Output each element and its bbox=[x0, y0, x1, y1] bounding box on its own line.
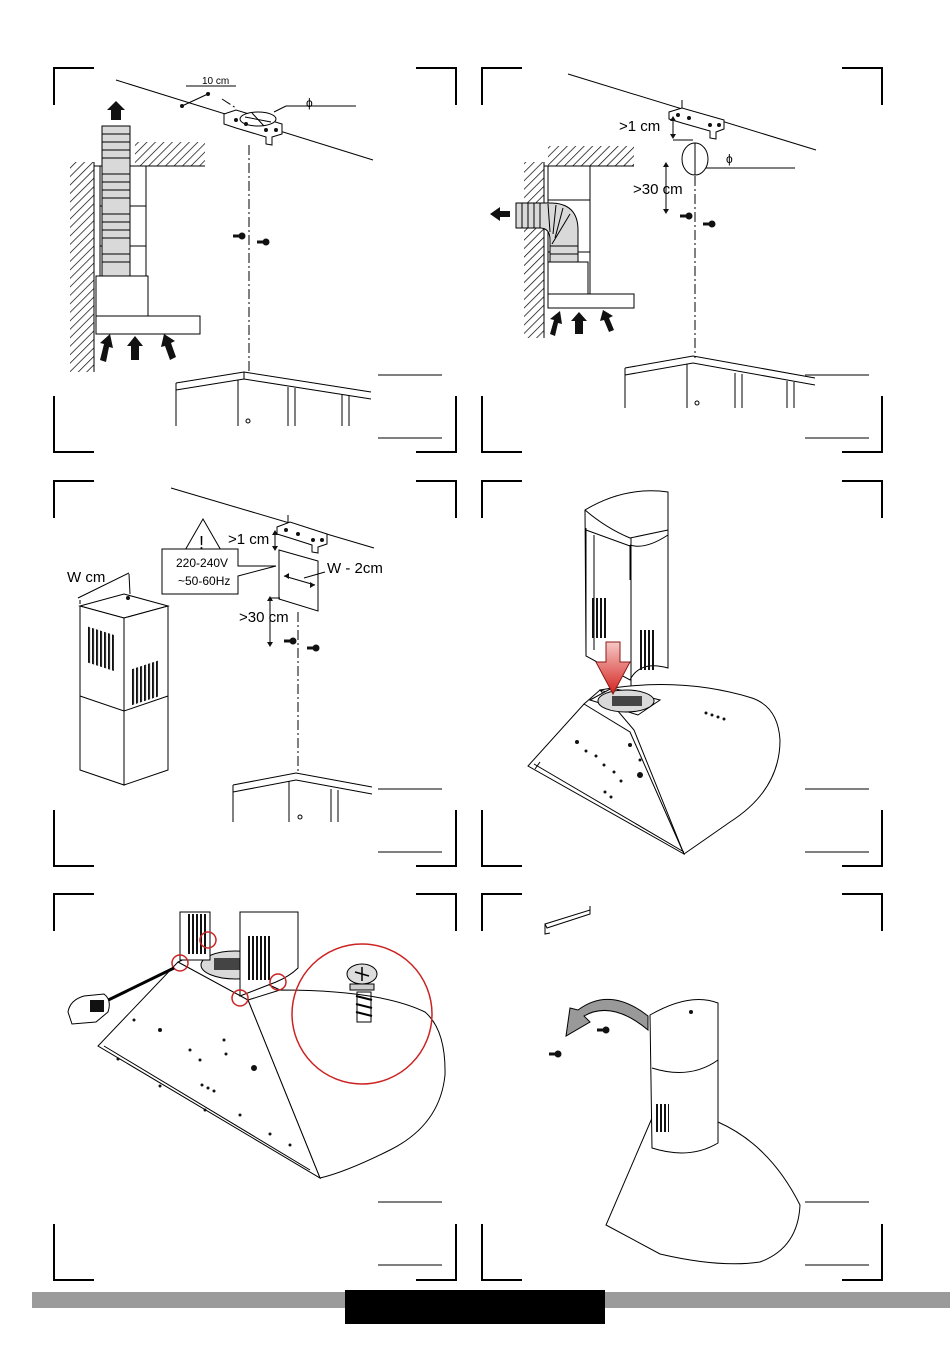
width-minus-2cm-label: W - 2cm bbox=[327, 560, 383, 577]
voltage-label: 220-240V bbox=[176, 556, 228, 570]
panel-2-recirculation-clearance: >1 cm ϕ >30 cm bbox=[490, 74, 816, 408]
dimension-10cm-label: 10 cm bbox=[202, 76, 229, 87]
screw-icon bbox=[703, 221, 716, 228]
phi-label: ϕ bbox=[726, 152, 733, 166]
chimney-width-label: W cm bbox=[67, 569, 105, 586]
panel-1-ducted-installation: ϕ 10 cm bbox=[70, 76, 373, 426]
screw-icon bbox=[284, 638, 297, 645]
screw-icon bbox=[597, 1027, 610, 1034]
frequency-label: ~50-60Hz bbox=[178, 574, 230, 588]
panel-6-final-assembly bbox=[545, 906, 800, 1264]
phi-label: ϕ bbox=[306, 96, 313, 110]
left-arrow-icon bbox=[490, 207, 510, 221]
clearance-30cm-label: >30 cm bbox=[239, 609, 289, 626]
screw-icon bbox=[307, 645, 320, 652]
corner-frames bbox=[54, 68, 882, 1280]
up-arrow-icon bbox=[107, 101, 125, 120]
footer-black-block bbox=[345, 1290, 605, 1324]
screw-icon bbox=[257, 239, 270, 246]
screw-icon bbox=[549, 1051, 562, 1058]
clearance-30cm-label: >30 cm bbox=[633, 181, 683, 198]
panel-3-chimney-width-electrical: W cm >1 cm W - 2cm ! 220-240V ~50-60Hz >… bbox=[67, 488, 383, 822]
clearance-1cm-label: >1 cm bbox=[619, 118, 660, 135]
panel-5-fixing-screws bbox=[68, 912, 445, 1178]
panel-4-chimney-insertion bbox=[528, 491, 780, 854]
screw-icon bbox=[233, 233, 246, 240]
clearance-1cm-label: >1 cm bbox=[228, 531, 269, 548]
screw-icon bbox=[680, 213, 693, 220]
